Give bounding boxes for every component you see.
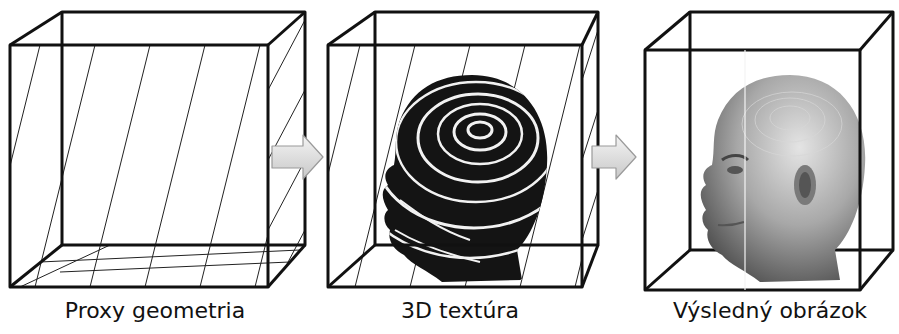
cube-node: 3D textúra: [325, 8, 590, 328]
proxy-cube: [10, 12, 305, 287]
stage-label: Proxy geometria: [65, 298, 245, 324]
block-arrow: [592, 135, 636, 179]
block-arrow: [272, 135, 323, 179]
stage-label: 3D textúra: [401, 298, 519, 324]
cube-node: Výsledný obrázok: [638, 8, 893, 328]
cube-edge: [744, 50, 746, 290]
stage-label: Výsledný obrázok: [673, 298, 867, 324]
rendered-head: [701, 75, 865, 282]
cube-node: Proxy geometria: [8, 8, 270, 328]
texture-slices: [300, 30, 635, 287]
texture-head: [320, 50, 612, 290]
proxy-slices: [0, 20, 315, 300]
result-cube: [645, 12, 893, 290]
texture-cube: [328, 12, 598, 287]
